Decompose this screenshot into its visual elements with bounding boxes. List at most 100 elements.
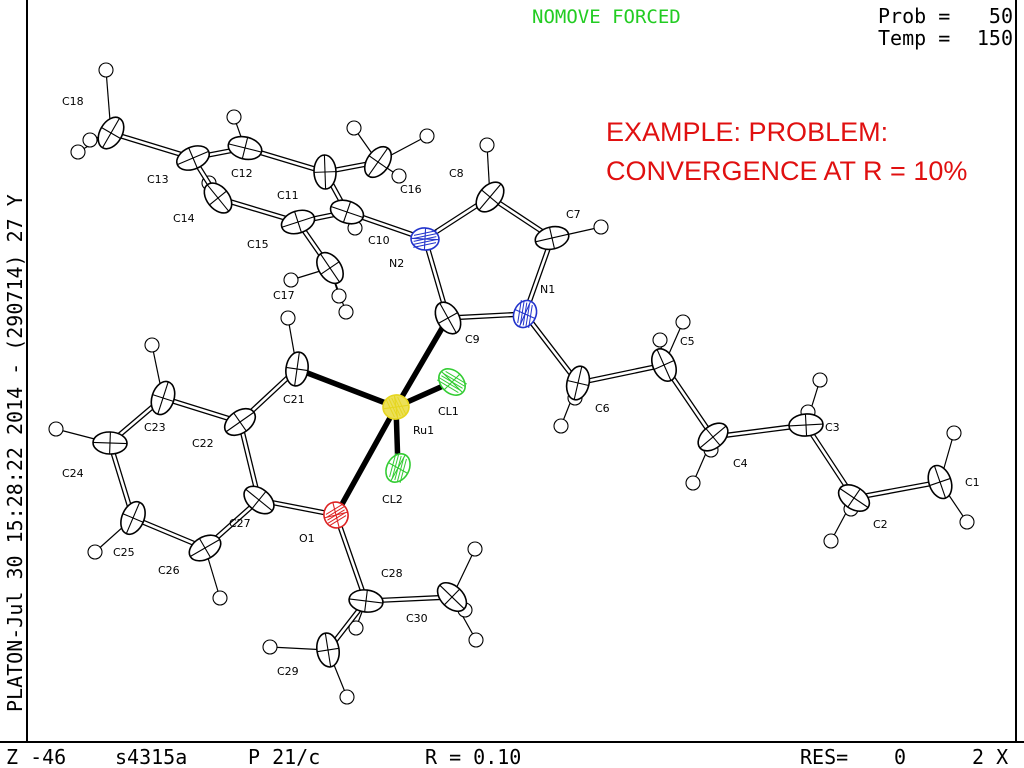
- atom-c5: [651, 348, 677, 382]
- hydrogen-atom-c4-0: [685, 475, 701, 491]
- bond-core-c6-c5: [576, 363, 666, 385]
- temp-label: Temp =: [878, 26, 950, 50]
- atom-label-c21: C21: [283, 393, 305, 406]
- annotation-line-1: EXAMPLE: PROBLEM:: [606, 117, 888, 147]
- atom-label-c16: C16: [400, 183, 422, 196]
- footer-id: s4315a: [115, 745, 187, 768]
- atom-label-c14: C14: [173, 212, 195, 225]
- footer-res-value: 0: [894, 745, 906, 768]
- atom-label-c26: C26: [158, 564, 180, 577]
- atom-c7: [534, 225, 570, 251]
- hydrogen-atom-c26-0: [212, 590, 228, 606]
- atom-c16: [363, 145, 393, 179]
- atom-c27: [243, 485, 275, 515]
- hydrogen-atom-c16-2: [391, 168, 407, 184]
- atom-label-c23: C23: [144, 421, 166, 434]
- prob-label: Prob =: [878, 4, 950, 28]
- atom-c23: [150, 380, 176, 416]
- atom-label-c29: C29: [277, 665, 299, 678]
- atom-label-c27: C27: [229, 517, 251, 530]
- atom-label-c17: C17: [273, 289, 295, 302]
- hydrogen-atom-c16-1: [419, 128, 435, 144]
- atom-label-c13: C13: [147, 173, 169, 186]
- metal-bond-ru1-c21: [294, 366, 399, 410]
- atom-label-cl1: CL1: [438, 405, 459, 418]
- atom-c21: [285, 351, 309, 387]
- hydrogen-atom-c17-0: [283, 272, 299, 288]
- atom-c6: [565, 365, 591, 401]
- hydrogen-atom-c28-0: [348, 620, 364, 636]
- atom-label-cl2: CL2: [382, 493, 403, 506]
- bond-core-n1-c6: [523, 312, 580, 385]
- atom-label-c2: C2: [873, 518, 888, 531]
- hydrogen-atom-c17-2: [331, 288, 347, 304]
- hydrogen-atom-c30-0: [467, 541, 483, 557]
- footer-space-group: P 21/c: [248, 745, 320, 768]
- hydrogen-atom-c1-1: [959, 514, 975, 530]
- atom-c14: [203, 182, 233, 214]
- hydrogen-atom-c2-0: [823, 533, 839, 549]
- atom-c18: [97, 116, 125, 150]
- atom-label-c24: C24: [62, 467, 84, 480]
- atom-label-c1: C1: [965, 476, 980, 489]
- hydrogen-atom-c25-0: [87, 544, 103, 560]
- atom-label-c9: C9: [465, 333, 480, 346]
- atom-c1: [927, 464, 953, 500]
- bond-core-n1-c9: [446, 312, 527, 320]
- atom-label-c10: C10: [368, 234, 390, 247]
- atom-label-c11: C11: [277, 189, 299, 202]
- atom-c13: [175, 145, 211, 171]
- bond-core-c2-c1: [852, 480, 942, 500]
- atom-c15: [280, 209, 316, 235]
- hydrogen-atom-c17-1: [338, 304, 354, 320]
- atom-c17: [316, 251, 344, 285]
- atom-c8: [475, 181, 505, 213]
- atom-label-n1: N1: [540, 283, 555, 296]
- atom-cl2: [385, 453, 411, 483]
- hydrogen-atom-c8-0: [479, 137, 495, 153]
- atom-label-c5: C5: [680, 335, 695, 348]
- atom-n2: [410, 227, 440, 251]
- bond-core-c22-c23: [161, 396, 242, 424]
- atom-c30: [436, 581, 468, 613]
- atom-c22: [223, 407, 257, 437]
- atom-c12: [227, 135, 263, 161]
- atom-c28: [348, 589, 384, 613]
- atom-label-c12: C12: [231, 167, 253, 180]
- atom-c25: [120, 500, 146, 536]
- atom-c24: [92, 431, 128, 455]
- hydrogen-atom-c21-0: [280, 310, 296, 326]
- hydrogen-atom-c29-0: [262, 639, 278, 655]
- mode-label: NOMOVE FORCED: [532, 6, 681, 28]
- metal-bond-ru1-o1: [333, 404, 399, 518]
- atom-label-c7: C7: [566, 208, 581, 221]
- atom-o1: [323, 501, 349, 529]
- footer-zoom: 2 X: [972, 745, 1008, 768]
- atom-label-c22: C22: [192, 437, 214, 450]
- atom-cl1: [436, 368, 468, 396]
- platon-side-text: PLATON-Jul 30 15:28:22 2014 - (290714) 2…: [3, 194, 27, 712]
- hydrogen-atom-c29-1: [339, 689, 355, 705]
- atom-c10: [329, 199, 365, 225]
- hydrogen-atom-c23-0: [144, 337, 160, 353]
- atom-ru1: [382, 394, 410, 420]
- metal-bond-ru1-c9: [393, 315, 451, 410]
- hydrogen-atom-c18-2: [82, 132, 98, 148]
- bond-core-o1-c28: [334, 513, 368, 603]
- atom-label-c28: C28: [381, 567, 403, 580]
- prob-value: 50: [989, 4, 1013, 28]
- atom-label-c6: C6: [595, 402, 610, 415]
- atom-label-c30: C30: [406, 612, 428, 625]
- annotation-line-2: CONVERGENCE AT R = 10%: [606, 156, 967, 186]
- atom-label-o1: O1: [299, 532, 315, 545]
- atom-c3: [788, 413, 824, 437]
- hydrogen-atom-c5-1: [652, 332, 668, 348]
- hydrogen-atom-c30-1: [468, 632, 484, 648]
- hydrogen-atom-c24-0: [48, 421, 64, 437]
- atom-label-c8: C8: [449, 167, 464, 180]
- atom-label-c4: C4: [733, 457, 748, 470]
- atom-c29: [316, 632, 340, 668]
- atom-c11: [313, 154, 337, 190]
